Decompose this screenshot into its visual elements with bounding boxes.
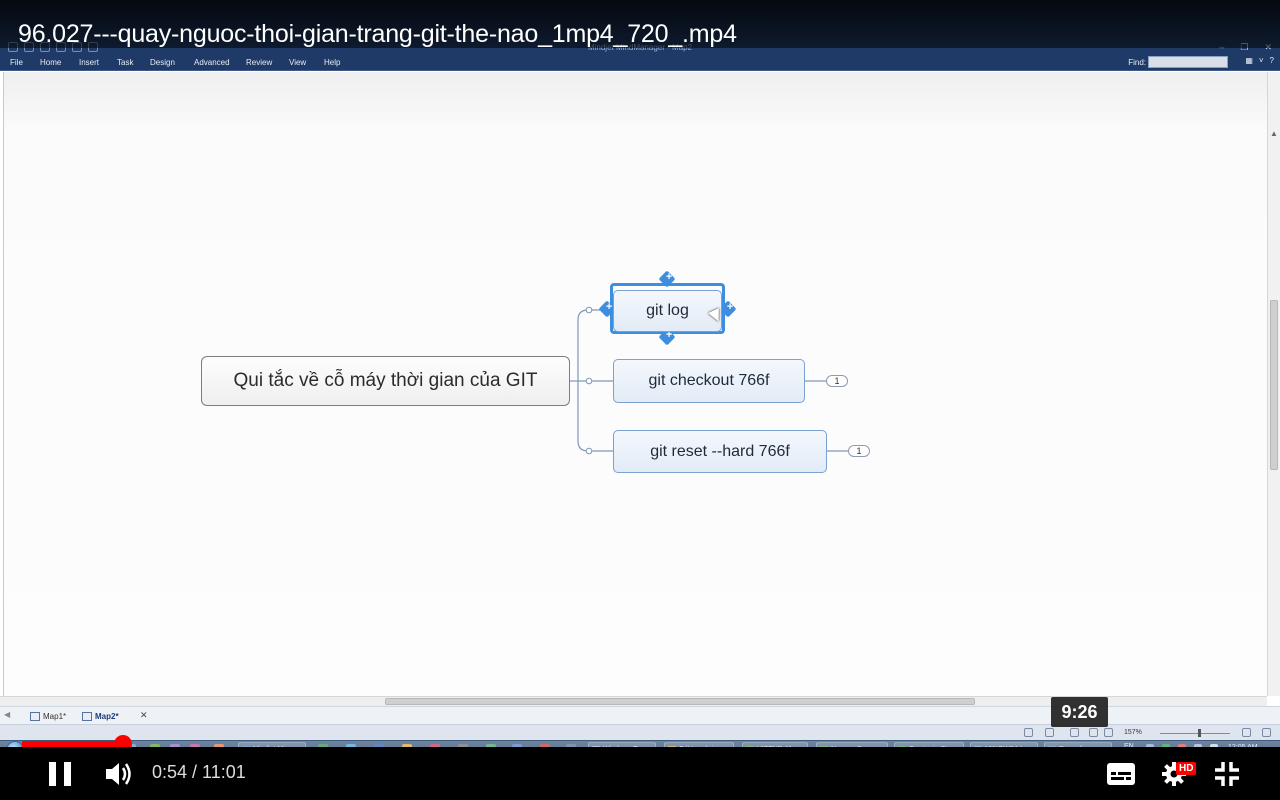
exit-fullscreen-button[interactable] <box>1213 760 1243 788</box>
help-icon[interactable]: ? <box>1269 56 1274 65</box>
ribbon-tabs: File Home Insert Task Design Advanced Re… <box>0 56 1280 71</box>
ribbon-tab-task[interactable]: Task <box>117 58 134 67</box>
title-overlay <box>0 0 1280 48</box>
map-doc-icon <box>30 712 40 721</box>
ribbon-tab-insert[interactable]: Insert <box>79 58 100 67</box>
time-display: 0:54 / 11:01 <box>152 762 246 782</box>
map-view-icon[interactable]: ▦ <box>1245 56 1253 65</box>
mind-map: Qui tắc về cỗ máy thời gian của GIT git … <box>0 0 1280 760</box>
player-controls <box>0 747 1280 800</box>
seek-time-tooltip: 9:26 <box>1051 697 1108 727</box>
map-doc-icon <box>82 712 92 721</box>
topic-git-reset[interactable]: git reset --hard 766f <box>613 430 827 473</box>
vertical-scroll-thumb[interactable] <box>1270 300 1278 470</box>
fit-map-icon[interactable] <box>1070 728 1079 737</box>
hd-badge: HD <box>1176 762 1197 775</box>
cc-line <box>1111 777 1124 780</box>
ribbon-tab-file[interactable]: File <box>10 58 23 67</box>
outline-view-icon[interactable] <box>1104 728 1113 737</box>
map-tab-map2[interactable]: Map2* <box>82 710 119 723</box>
video-frame[interactable]: Mindjet MindManager - Map2 – ❐ ✕ File Ho… <box>0 0 1280 760</box>
zoom-slider-knob[interactable] <box>1198 729 1201 737</box>
map-tab-label: Map1* <box>43 712 67 721</box>
cc-line <box>1126 777 1131 780</box>
volume-button[interactable] <box>104 760 134 788</box>
map-tabs-bar: ◀ Map1* Map2* ✕ <box>0 706 1280 724</box>
cc-line <box>1111 772 1116 775</box>
ribbon-tab-help[interactable]: Help <box>324 58 341 67</box>
fit-page-icon[interactable] <box>1242 728 1251 737</box>
ribbon-tab-design[interactable]: Design <box>150 58 175 67</box>
central-topic[interactable]: Qui tắc về cỗ máy thời gian của GIT <box>201 356 570 406</box>
pause-bar-icon <box>49 762 56 786</box>
topic-git-log[interactable]: git log <box>613 290 722 332</box>
pause-bar-icon <box>64 762 71 786</box>
view-mode-icon[interactable] <box>1089 728 1098 737</box>
video-title[interactable]: 96.027---quay-nguoc-thoi-gian-trang-git-… <box>18 20 737 48</box>
progress-played <box>22 741 123 747</box>
map-tab-map1[interactable]: Map1* <box>30 710 66 723</box>
find-label: Find: <box>1128 58 1146 67</box>
progress-bar[interactable] <box>0 741 1280 747</box>
subtitles-button[interactable] <box>1107 763 1135 785</box>
exit-fullscreen-icon <box>1215 762 1239 786</box>
filter-icon[interactable] <box>1024 728 1033 737</box>
volume-icon <box>106 763 131 785</box>
ribbon-tab-review[interactable]: Review <box>246 58 273 67</box>
funnel-icon[interactable] <box>1045 728 1054 737</box>
vertical-scrollbar[interactable]: ▲ <box>1267 72 1280 696</box>
scroll-up-icon[interactable]: ▲ <box>1270 129 1278 138</box>
horizontal-scrollbar[interactable] <box>0 696 1267 706</box>
ribbon-right-tools[interactable]: ▦ ˅ ? <box>1245 56 1274 65</box>
find-input[interactable] <box>1148 56 1228 68</box>
ribbon-tab-advanced[interactable]: Advanced <box>194 58 230 67</box>
chevron-down-icon[interactable]: ˅ <box>1258 56 1264 65</box>
status-bar: 157% <box>0 724 1280 740</box>
horizontal-scroll-thumb[interactable] <box>385 698 975 705</box>
close-tab-icon[interactable]: ✕ <box>140 710 148 720</box>
map-tab-label: Map2* <box>95 712 119 721</box>
cc-line <box>1118 772 1131 775</box>
ribbon-tab-home[interactable]: Home <box>40 58 62 67</box>
settings-button[interactable] <box>1160 760 1190 788</box>
gear-icon <box>1162 762 1186 786</box>
ribbon-tab-view[interactable]: View <box>289 58 307 67</box>
topic-git-checkout[interactable]: git checkout 766f <box>613 359 805 403</box>
chevron-left-icon[interactable]: ◀ <box>4 710 11 719</box>
panel-toggle-icon[interactable] <box>1262 728 1271 737</box>
language-indicator[interactable]: EN <box>1124 743 1134 750</box>
zoom-slider[interactable] <box>1160 729 1230 737</box>
zoom-level: 157% <box>1124 729 1142 736</box>
pause-button[interactable] <box>49 762 71 786</box>
